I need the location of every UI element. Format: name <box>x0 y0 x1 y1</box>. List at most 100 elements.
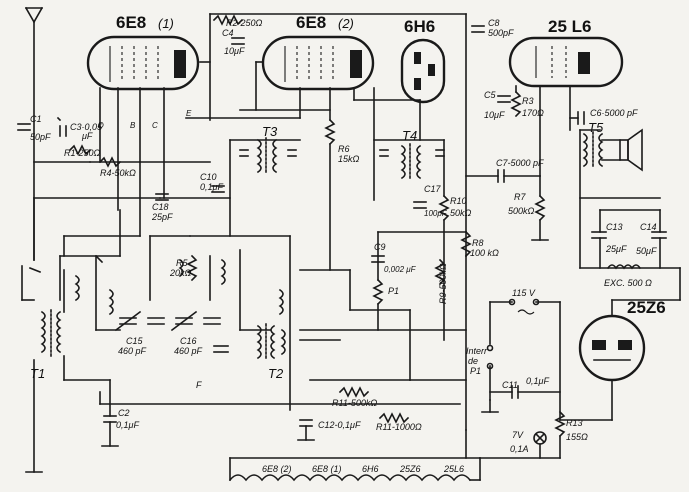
capacitor-c4 <box>231 37 245 45</box>
c18-label: C18 <box>152 202 169 212</box>
c18-value: 25pF <box>151 212 173 222</box>
tube-6e8-2 <box>261 35 375 91</box>
lamp-value: 0,1A <box>510 444 529 454</box>
c1-label: C1 <box>30 114 42 124</box>
resistor-r1 <box>68 144 92 156</box>
r13-value: 155Ω <box>566 432 588 442</box>
r4-label: R4-50kΩ <box>100 168 136 178</box>
resistor-r4 <box>98 156 122 168</box>
tube-6e8-1-envelope <box>86 35 200 91</box>
wires-misc <box>33 61 601 459</box>
c5-value: 10μF <box>484 110 505 120</box>
resistor-r2 <box>212 14 244 26</box>
wires-top-left <box>33 13 467 237</box>
c11-value: 0,1μF <box>526 376 549 386</box>
c1-value: 50pF <box>30 132 51 142</box>
c6-label: C6·5000 pF <box>590 108 638 118</box>
c16-value: 460 pF <box>174 346 203 356</box>
c15-value: 460 pF <box>118 346 147 356</box>
capacitor-c12 <box>297 419 315 441</box>
c4-value: 10μF <box>224 46 245 56</box>
r6-value: 15kΩ <box>338 154 360 164</box>
c8-value: 500pF <box>488 28 514 38</box>
r11a-label: R11-500kΩ <box>332 398 377 408</box>
node-d: D <box>98 121 104 130</box>
capacitor-c3 <box>56 116 67 137</box>
c9-value: 0,002 μF <box>384 265 417 274</box>
filament-item: 25L6 <box>443 464 464 474</box>
voltage-label: 115 V <box>512 288 536 298</box>
capacitor-c17 <box>413 201 427 209</box>
power-input <box>489 298 561 421</box>
field-coil <box>606 264 642 270</box>
node-f: F <box>196 380 202 390</box>
transformer-t5 <box>582 131 621 169</box>
resistor-r13 <box>554 410 566 438</box>
c7-label: C7-5000 pF <box>496 158 544 168</box>
filament-item: 6E8 (1) <box>312 464 342 474</box>
r7-value: 500kΩ <box>508 206 535 216</box>
ac-symbol-icon <box>517 309 535 315</box>
resistor-r8 <box>460 230 472 258</box>
tube-25l6-envelope <box>508 36 624 88</box>
c17-label: C17 <box>424 184 442 194</box>
c3-label: C3·0,05 <box>70 122 103 132</box>
r2-label: R2-250Ω <box>226 18 263 28</box>
power-switch <box>481 344 499 413</box>
tube-6e8-2-anode <box>350 50 362 78</box>
tube-6e8-1-label: 6E8 <box>116 13 146 32</box>
c14-label: C14 <box>640 222 657 232</box>
node-b: B <box>130 121 136 130</box>
capacitor-c16 <box>170 310 221 332</box>
r7-label: R7 <box>514 192 526 202</box>
tube-6e8-1 <box>86 35 200 91</box>
r6-label: R6 <box>338 144 350 154</box>
c8-label: C8 <box>488 18 500 28</box>
filament-chain <box>228 457 481 482</box>
c17-value: 100pF <box>424 209 448 218</box>
r3-label: R3 <box>522 96 534 106</box>
filament-item: 25Z6 <box>399 464 421 474</box>
c12-label: C12-0,1μF <box>318 420 361 430</box>
wires-filter <box>579 129 681 317</box>
lamp-label: 7V <box>512 430 524 440</box>
p1-label: P1 <box>388 286 399 296</box>
t1-label: T1 <box>30 366 45 381</box>
c10-label: C10 <box>200 172 217 182</box>
c13-value: 25μF <box>605 244 627 254</box>
resistor-r3 <box>510 90 522 118</box>
c11-label: C11 <box>502 380 518 390</box>
r13-label: R13 <box>566 418 583 428</box>
c15-label: C15 <box>126 336 144 346</box>
node-e: E <box>186 109 192 118</box>
capacitor-c6 <box>569 111 585 125</box>
capacitor-c10 <box>211 185 225 193</box>
capacitor-c14 <box>651 231 667 239</box>
switch-label-3: P1 <box>470 366 481 376</box>
exc-label: EXC. 500 Ω <box>604 278 652 288</box>
c13-label: C13 <box>606 222 623 232</box>
resistor-r11-1000 <box>378 412 410 424</box>
coils-oscillator <box>59 209 467 417</box>
c9-label: C9 <box>374 242 386 252</box>
t3-label: T3 <box>262 124 278 139</box>
transformer-t4 <box>373 87 445 201</box>
c10-value: 0,1μF <box>200 182 223 192</box>
r8-label: R8 <box>472 238 484 248</box>
r8-value: 100 kΩ <box>470 248 499 258</box>
tube-6e8-2-envelope <box>261 35 375 91</box>
capacitor-c7 <box>465 169 541 183</box>
transformer-t2 <box>213 323 276 361</box>
c3-value: μF <box>81 131 93 141</box>
capacitor-c8 <box>465 13 485 233</box>
c2-value: 0,1μF <box>116 420 139 430</box>
tube-25z6-label: 25Z6 <box>627 298 666 317</box>
switch-label: Interr <box>466 346 488 356</box>
t5-label: T5 <box>588 120 604 135</box>
c4-label: C4 <box>222 28 234 38</box>
speaker-icon <box>619 128 643 172</box>
tube-6e8-2-index: (2) <box>338 16 354 31</box>
c16-label: C16 <box>180 336 197 346</box>
